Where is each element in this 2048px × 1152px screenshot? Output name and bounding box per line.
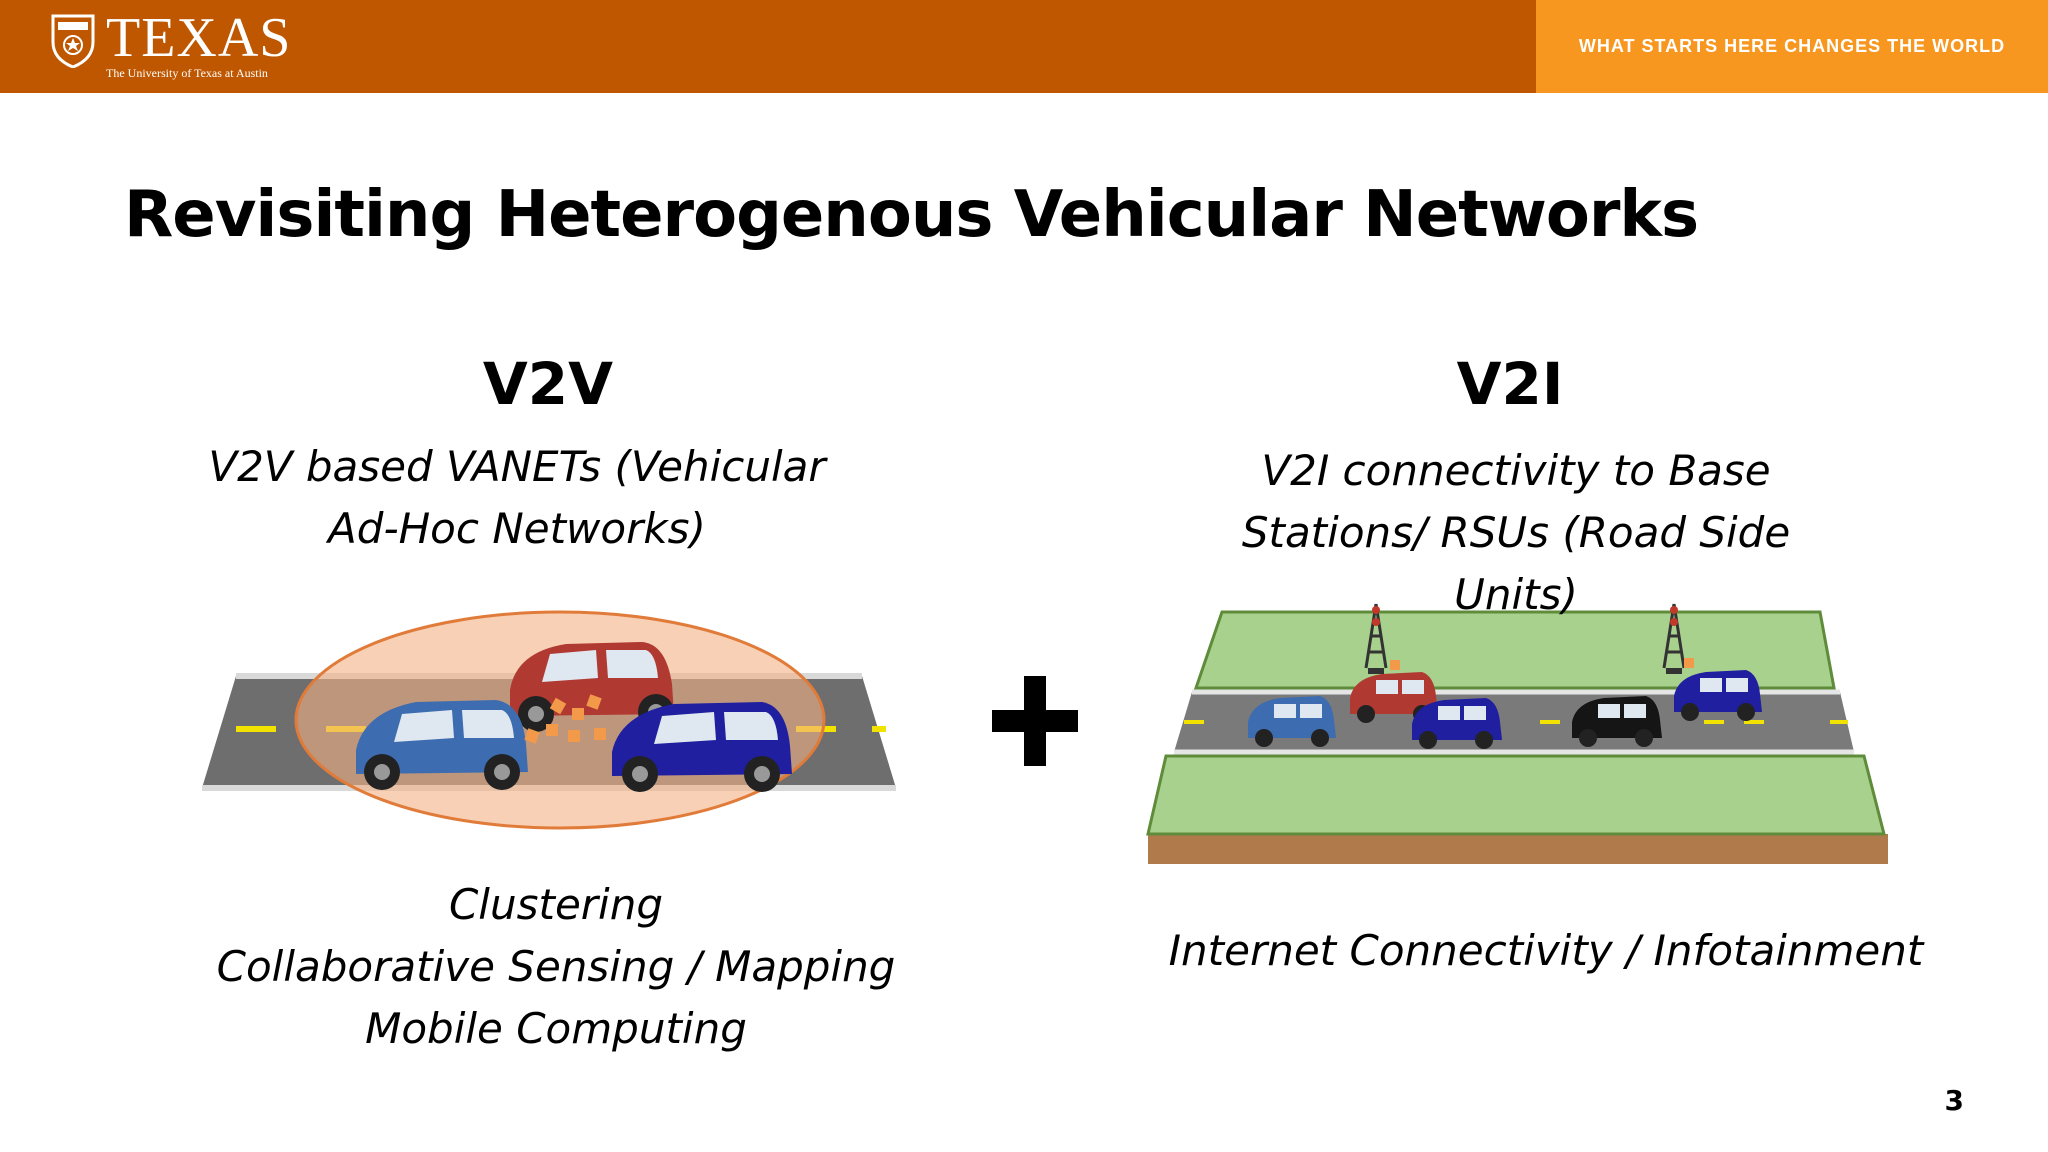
v2i-illustration [1146,603,1888,864]
ut-logo: TEXAS The University of Texas at Austin [50,7,292,81]
v2v-uses: Clustering Collaborative Sensing / Mappi… [150,874,962,1060]
signal-packets [524,694,606,744]
car-icon [1674,670,1762,721]
v2v-use-line: Mobile Computing [365,1004,747,1053]
v2i-heading: V2I [1456,350,1564,418]
v2v-use-line: Collaborative Sensing / Mapping [216,942,896,991]
tagline: WHAT STARTS HERE CHANGES THE WORLD [1578,36,2006,56]
v2i-uses: Internet Connectivity / Infotainment [1154,920,1938,982]
v2v-illustration [202,610,896,830]
plus-icon [992,676,1082,766]
logo-word: TEXAS [106,7,292,69]
v2i-use-line: Internet Connectivity / Infotainment [1168,926,1924,975]
v2i-description: V2I connectivity to Base Stations/ RSUs … [1176,440,1856,626]
car-icon [612,702,792,792]
longhorn-shield-icon [51,14,95,68]
car-icon [1350,672,1438,723]
car-icon [1248,696,1336,747]
v2i-description-line: V2I connectivity to Base [1261,446,1771,495]
car-icon [1572,696,1662,747]
cell-tower-icon [1662,603,1686,674]
v2v-heading: V2V [482,350,614,418]
v2v-description-line: Ad-Hoc Networks) [328,504,706,553]
v2i-description-line: Units) [1454,570,1578,619]
v2i-description-line: Stations/ RSUs (Road Side [1241,508,1791,557]
car-icon [356,700,528,790]
grass-bottom [1146,754,1886,836]
v2v-description-line: V2V based VANETs (Vehicular [208,442,826,491]
cell-tower-icon [1364,603,1388,674]
page-number: 3 [1944,1084,1964,1117]
logo-subtitle: The University of Texas at Austin [106,66,268,80]
tagline-box: WHAT STARTS HERE CHANGES THE WORLD [1536,0,2048,93]
slide-title: Revisiting Heterogenous Vehicular Networ… [124,178,1699,252]
v2v-use-line: Clustering [448,880,664,929]
ground-base [1148,834,1888,864]
car-icon [1412,698,1502,749]
v2v-description: V2V based VANETs (Vehicular Ad-Hoc Netwo… [150,436,884,560]
